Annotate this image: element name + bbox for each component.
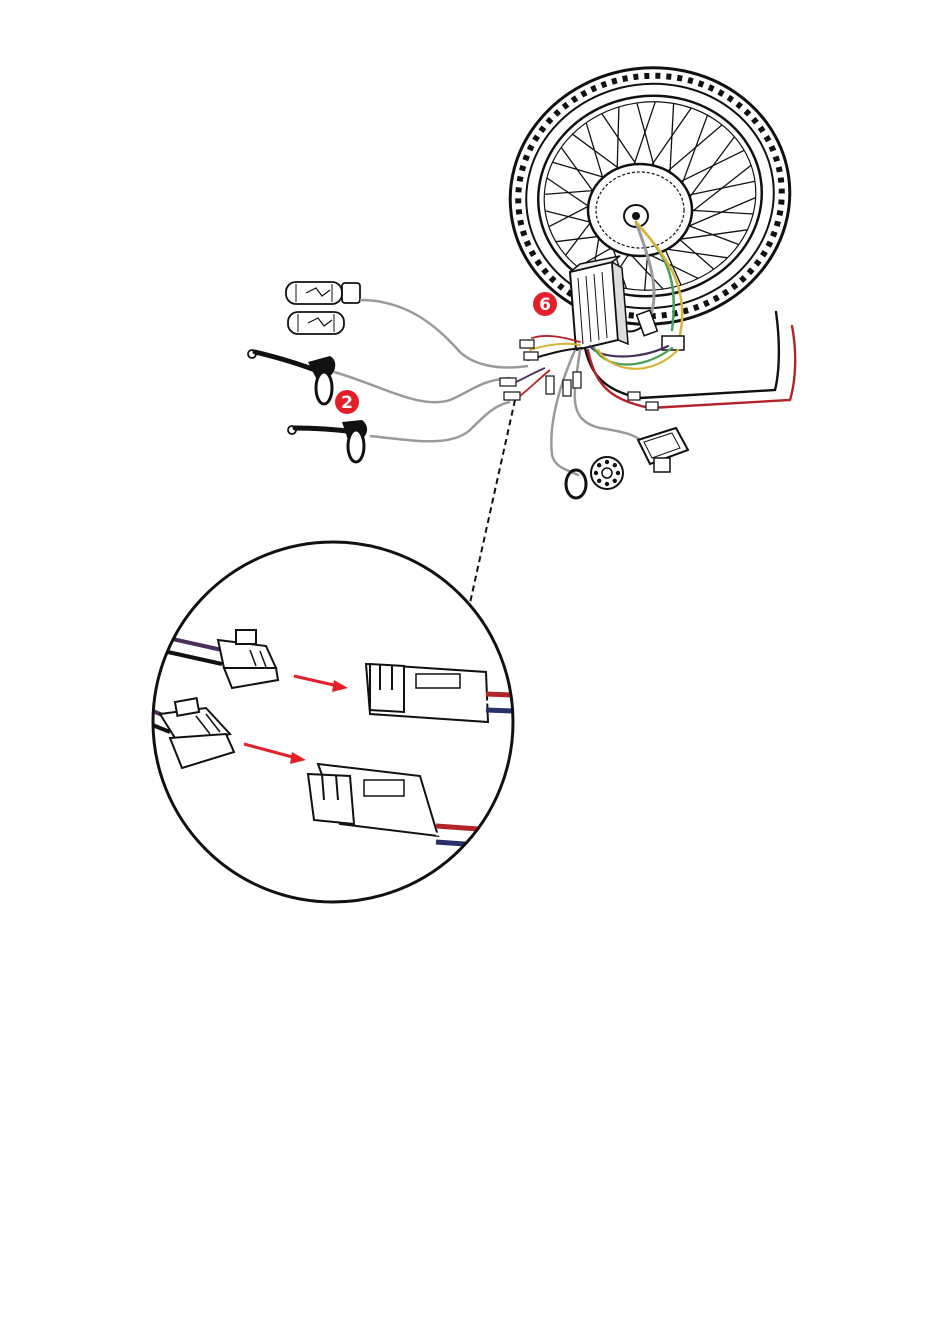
callout-controller-label: 6	[539, 295, 551, 315]
pas-magnet-dot	[605, 482, 609, 486]
pas-magnet-dot	[605, 460, 609, 464]
wheel-spoke	[561, 148, 597, 197]
pas-magnet-dot	[616, 471, 620, 475]
wheel-spoke	[675, 236, 714, 270]
pas-magnet-dot	[594, 471, 598, 475]
wheel-spoke	[617, 107, 619, 175]
wheel-spoke	[685, 137, 734, 203]
brake-lever-icon	[248, 350, 335, 404]
callout-controller: 6	[533, 292, 557, 316]
detail-leader-line	[468, 400, 515, 612]
callout-brake: 2	[335, 390, 359, 414]
wheel-spoke	[685, 165, 751, 217]
callout-brake-label: 2	[341, 393, 353, 413]
throttle-grip-icon	[286, 282, 360, 304]
wheel-spoke	[648, 108, 691, 171]
wheel-spoke	[683, 224, 739, 245]
wheel-spoke	[602, 114, 640, 170]
connector-icon	[366, 664, 488, 722]
wheel-spoke	[632, 102, 655, 171]
pas-magnet-dot	[613, 479, 617, 483]
wheel-spoke	[637, 103, 656, 172]
brake-cable-connectors	[500, 368, 550, 400]
brake-cable-bottom	[370, 402, 510, 441]
pas-sensor-icon	[591, 457, 623, 489]
wheel-spoke	[683, 181, 755, 196]
wheel-spoke	[573, 134, 625, 172]
pas-magnet-dot	[597, 479, 601, 483]
controller-icon	[570, 256, 628, 350]
pas-magnet-dot	[597, 463, 601, 467]
throttle-cable	[360, 300, 528, 367]
connector-detail-magnifier	[140, 542, 540, 902]
brake-lever-icon	[288, 420, 367, 462]
pas-magnet-dot	[613, 463, 617, 467]
brake-cable-top	[334, 372, 510, 402]
throttle-grip-icon	[288, 312, 344, 334]
display-icon	[638, 428, 688, 472]
